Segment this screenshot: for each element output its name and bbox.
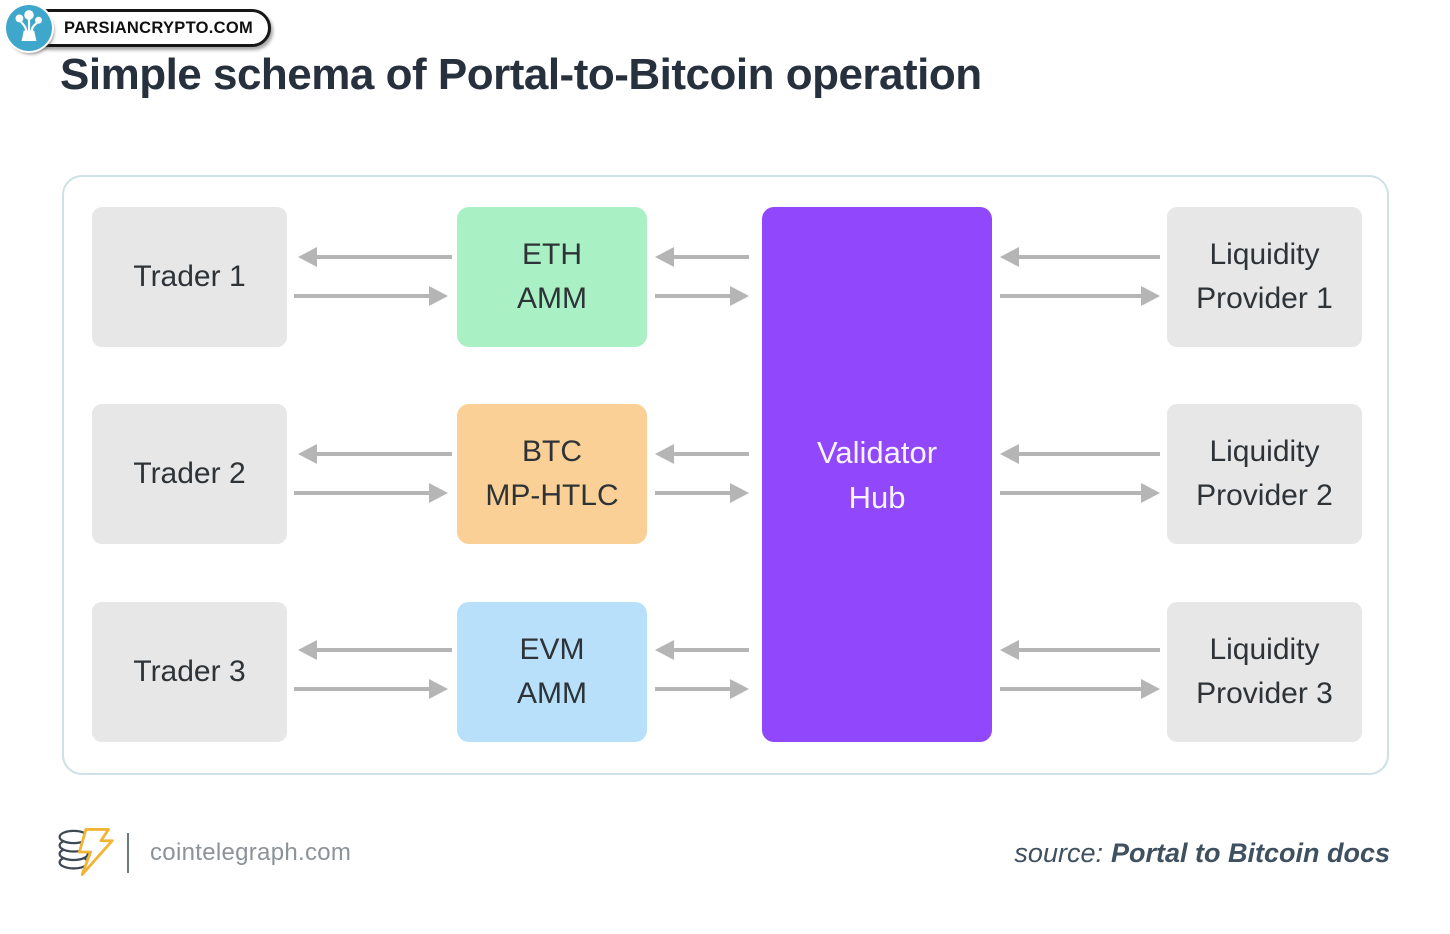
evm-amm-label-line1: EVM	[519, 633, 585, 666]
arrow-evm-to-hub	[655, 679, 749, 699]
parsiancrypto-logo-icon	[6, 5, 52, 51]
arrow-evm-to-trader-3	[298, 640, 452, 660]
trader-1-label: Trader 1	[133, 260, 246, 293]
eth-amm-label-line1: ETH	[522, 238, 582, 271]
evm-amm-node: EVM AMM	[457, 602, 647, 742]
source-attribution: source:Portal to Bitcoin docs	[1014, 838, 1390, 869]
arrow-btc-to-trader-2	[298, 444, 452, 464]
arrow-hub-to-lp3	[1000, 679, 1160, 699]
validator-hub-node: Validator Hub	[762, 207, 992, 742]
liquidity-provider-2-node: Liquidity Provider 2	[1167, 404, 1362, 544]
trader-2-label: Trader 2	[133, 457, 246, 490]
lp2-label-line2: Provider 2	[1196, 479, 1333, 512]
badge-label: PARSIANCRYPTO.COM	[29, 9, 272, 47]
eth-amm-label-line2: AMM	[517, 282, 587, 315]
arrow-btc-to-hub	[655, 483, 749, 503]
btc-label-line1: BTC	[522, 435, 582, 468]
lp3-label-line1: Liquidity	[1209, 633, 1320, 666]
evm-amm-label-line2: AMM	[517, 677, 587, 710]
arrow-eth-amm-to-hub	[655, 286, 749, 306]
arrow-trader-2-to-btc	[294, 483, 448, 503]
arrow-lp1-to-hub	[1000, 247, 1160, 267]
footer-divider	[127, 833, 129, 873]
lp2-label-line1: Liquidity	[1209, 435, 1320, 468]
arrow-hub-to-lp2	[1000, 483, 1160, 503]
arrow-trader-1-to-eth-amm	[294, 286, 448, 306]
arrow-hub-to-evm	[655, 640, 749, 660]
source-value: Portal to Bitcoin docs	[1110, 838, 1390, 868]
arrow-eth-amm-to-trader-1	[298, 247, 452, 267]
trader-3-node: Trader 3	[92, 602, 287, 742]
trader-3-label: Trader 3	[133, 655, 246, 688]
page-title: Simple schema of Portal-to-Bitcoin opera…	[60, 50, 982, 99]
diagram-panel: Trader 1 ETH AMM Liquidity Provider 1 Tr…	[62, 175, 1389, 775]
cointelegraph-logo-icon	[54, 822, 116, 882]
arrow-hub-to-btc	[655, 444, 749, 464]
btc-label-line2: MP-HTLC	[485, 479, 619, 512]
trader-1-node: Trader 1	[92, 207, 287, 347]
footer-site-text: cointelegraph.com	[150, 839, 352, 866]
lp1-label-line1: Liquidity	[1209, 238, 1320, 271]
liquidity-provider-3-node: Liquidity Provider 3	[1167, 602, 1362, 742]
arrow-hub-to-eth-amm	[655, 247, 749, 267]
lp3-label-line2: Provider 3	[1196, 677, 1333, 710]
hub-label-line1: Validator	[816, 434, 938, 470]
eth-amm-node: ETH AMM	[457, 207, 647, 347]
hub-label-line2: Hub	[848, 479, 906, 515]
liquidity-provider-1-node: Liquidity Provider 1	[1167, 207, 1362, 347]
arrow-trader-3-to-evm	[294, 679, 448, 699]
source-label: source:	[1014, 838, 1103, 868]
arrow-hub-to-lp1	[1000, 286, 1160, 306]
lp1-label-line2: Provider 1	[1196, 282, 1333, 315]
btc-mp-htlc-node: BTC MP-HTLC	[457, 404, 647, 544]
trader-2-node: Trader 2	[92, 404, 287, 544]
arrow-lp2-to-hub	[1000, 444, 1160, 464]
arrow-lp3-to-hub	[1000, 640, 1160, 660]
